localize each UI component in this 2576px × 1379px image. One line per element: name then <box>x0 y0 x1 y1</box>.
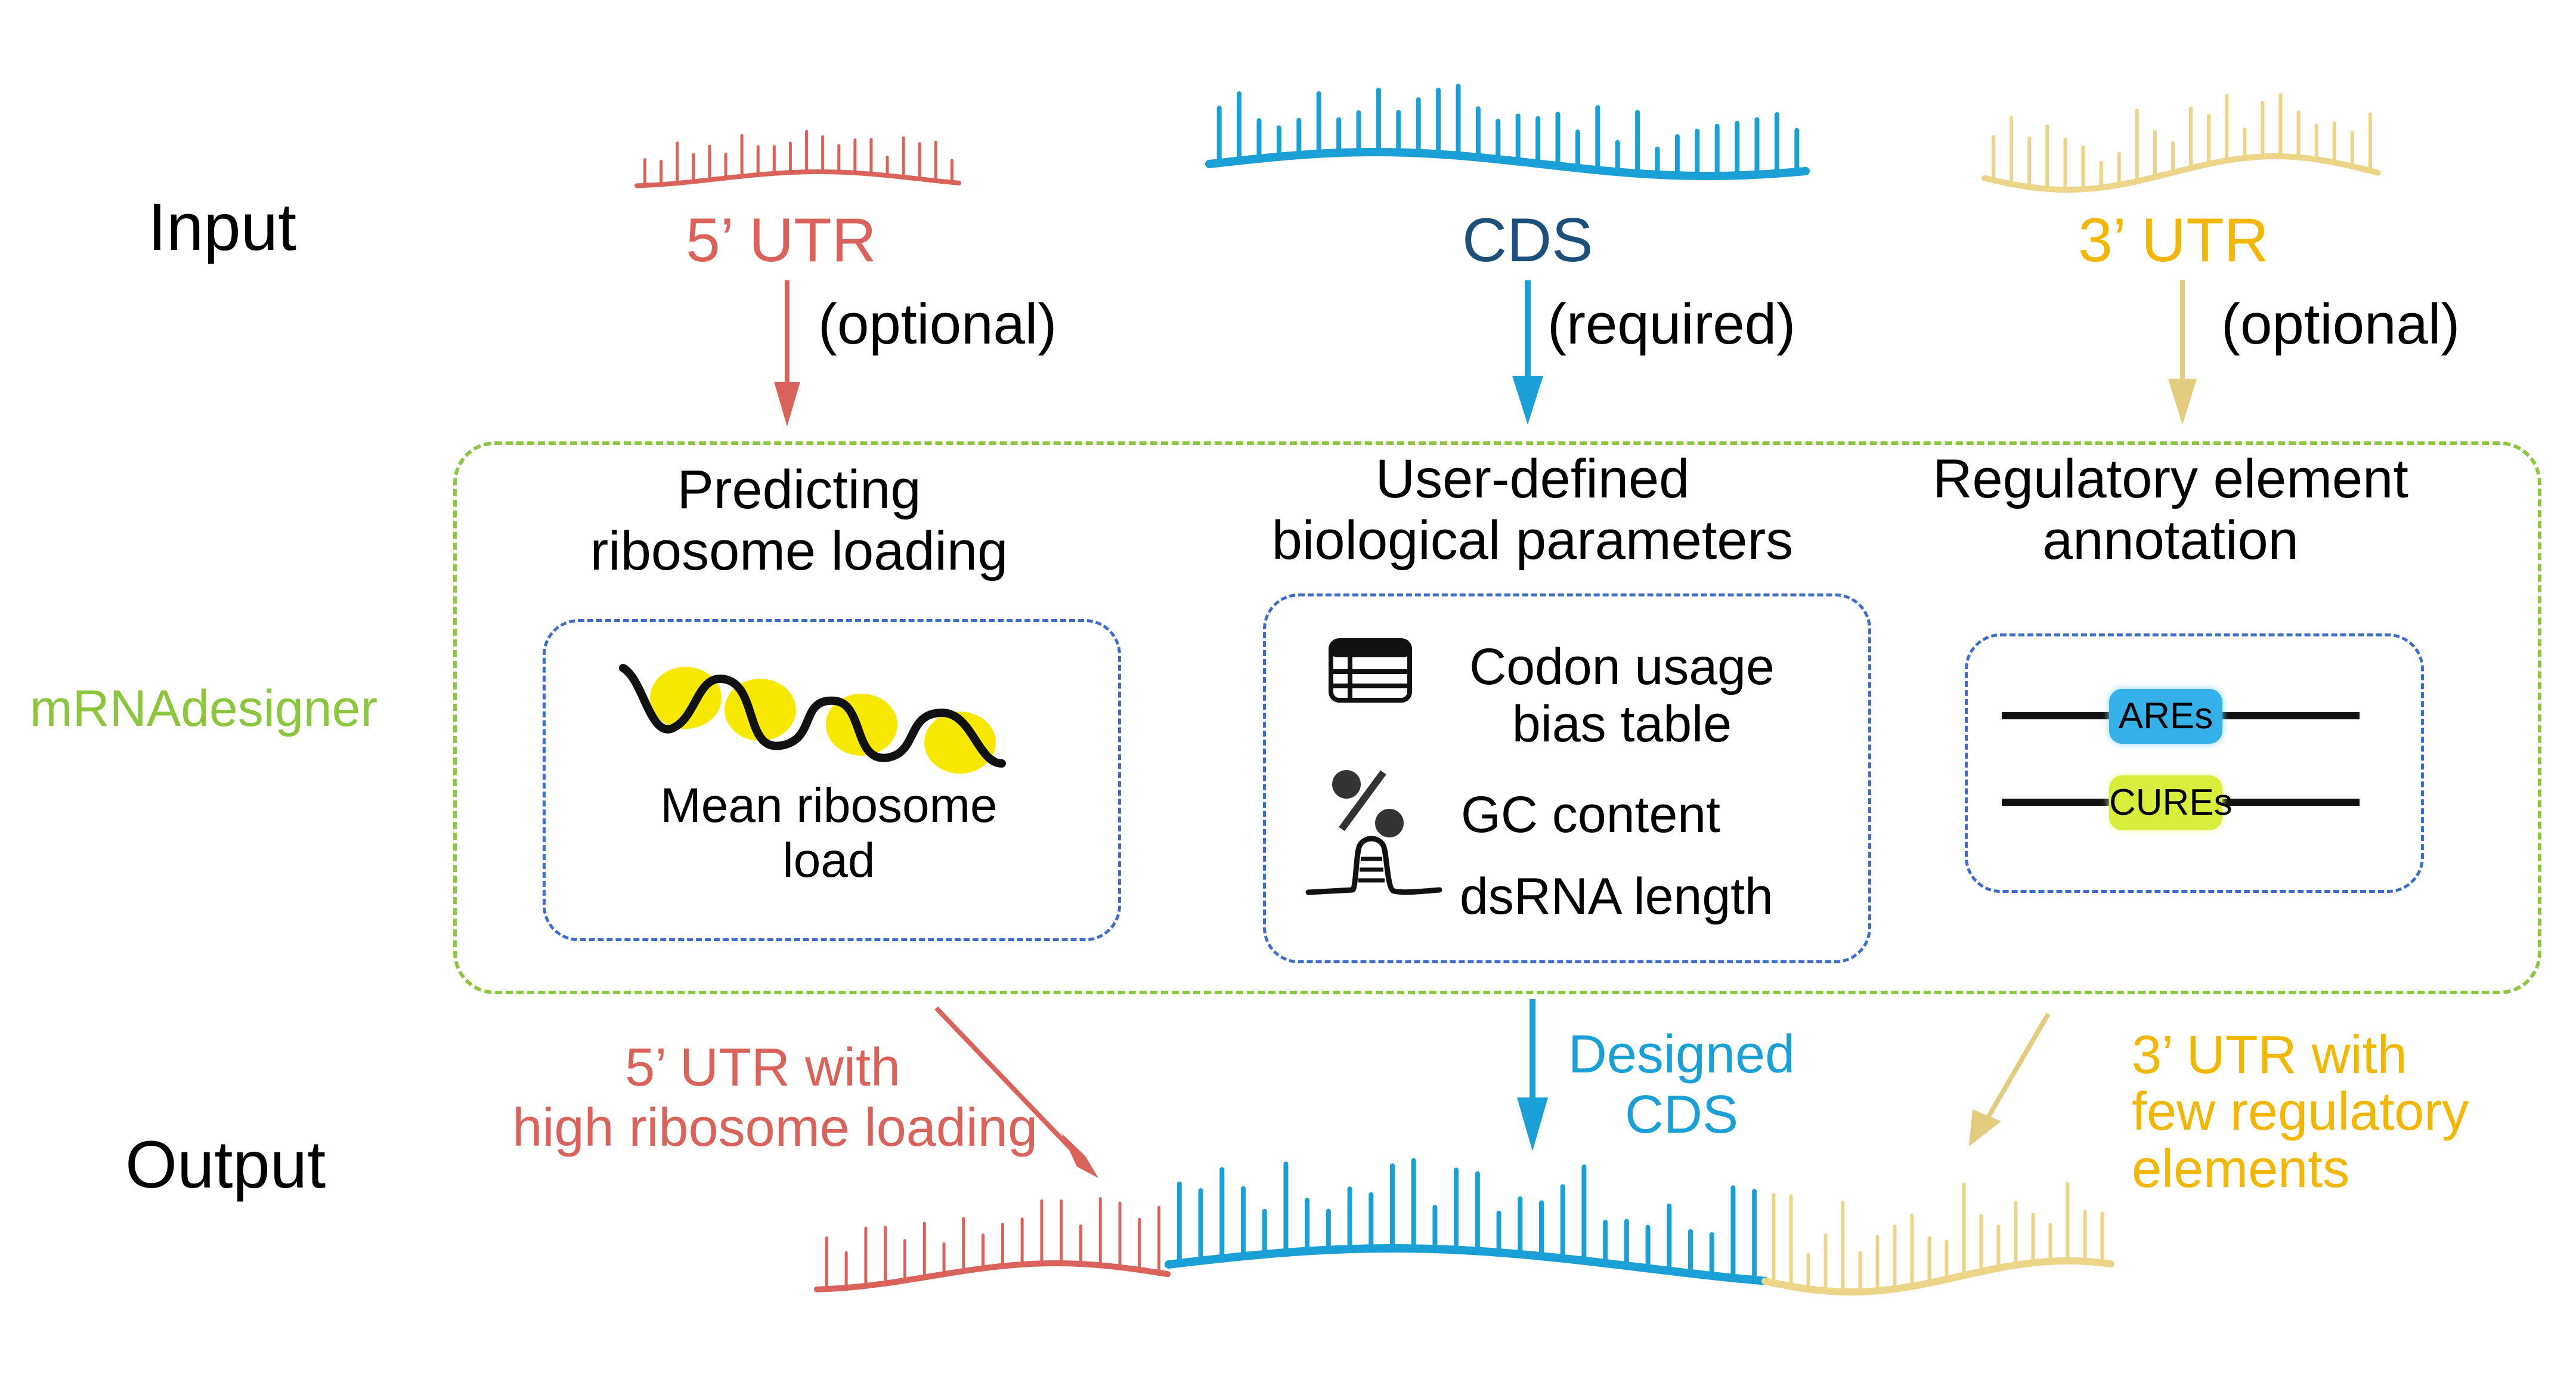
ares-label: AREs <box>2118 695 2213 737</box>
label-line: Designed <box>1568 1025 1795 1084</box>
cds-backbone <box>1205 148 1810 180</box>
ribosome-inner-box <box>543 619 1121 941</box>
output-utr3-backbone <box>1761 1257 2114 1295</box>
output-utr5-backbone <box>814 1260 1171 1293</box>
title-line: annotation <box>2042 510 2299 571</box>
cds-input-strand <box>1205 84 1810 180</box>
label-line: 5’ UTR with <box>625 1038 900 1097</box>
regulatory-module-title: Regulatory element annotation <box>1896 449 2445 571</box>
cds-output-label: Designed CDS <box>1550 1025 1813 1145</box>
utr5-backbone <box>634 169 961 188</box>
utr5-input-arrow <box>774 280 800 426</box>
ares-badge: AREs <box>2109 689 2222 744</box>
title-line: Predicting <box>677 459 921 520</box>
utr3-input-strand <box>1981 93 2381 193</box>
params-module-title: User-defined biological parameters <box>1252 449 1813 571</box>
label-line: high ribosome loading <box>512 1097 1038 1158</box>
cures-badge: CUREs <box>2109 775 2233 830</box>
cds-output-arrow <box>1517 999 1548 1151</box>
utr5-input-label: 5’ UTR <box>686 206 877 275</box>
output-mrna-strand <box>814 1158 2114 1295</box>
cds-input-arrow <box>1512 280 1543 425</box>
label-line: load <box>782 833 875 888</box>
output-cds-backbone <box>1165 1244 1769 1285</box>
cures-element: CUREs <box>2002 775 2360 830</box>
title-line: User-defined <box>1375 449 1690 509</box>
utr3-output-arrow <box>1969 1012 2051 1146</box>
utr3-input-label: 3’ UTR <box>2078 206 2269 275</box>
utr5-requirement-label: (optional) <box>818 292 1057 356</box>
percent-icon <box>1332 770 1404 837</box>
cures-label: CUREs <box>2109 782 2233 823</box>
label-line: Mean ribosome <box>660 778 998 833</box>
table-icon <box>1329 638 1412 703</box>
dsrna-length-label: dsRNA length <box>1460 868 1773 925</box>
ribosome-4 <box>924 712 996 774</box>
label-line: elements <box>2132 1139 2350 1199</box>
label-line: bias table <box>1512 695 1732 753</box>
gc-content-label: GC content <box>1461 786 1720 843</box>
title-line: Regulatory element <box>1933 449 2408 509</box>
utr3-backbone <box>1981 153 2381 193</box>
cds-requirement-label: (required) <box>1547 292 1796 356</box>
utr3-requirement-label: (optional) <box>2221 292 2460 356</box>
label-line: 3’ UTR with <box>2132 1025 2407 1085</box>
utr5-input-strand <box>634 129 961 188</box>
utr5-output-label: 5’ UTR with high ribosome loading <box>417 1038 1038 1158</box>
mrna-wave <box>619 664 1006 768</box>
mean-ribosome-load-label: Mean ribosome load <box>555 778 1103 888</box>
regulatory-inner-box <box>1965 633 2424 893</box>
mrnadesigner-box <box>453 441 2541 994</box>
output-row-label: Output <box>125 1127 326 1202</box>
codon-usage-label: Codon usage bias table <box>1419 638 1825 753</box>
input-row-label: Input <box>148 190 297 264</box>
title-line: ribosome loading <box>590 521 1008 582</box>
params-inner-box <box>1263 593 1871 963</box>
ares-element: AREs <box>2002 689 2360 744</box>
utr5-output-arrow <box>934 1006 1098 1178</box>
cds-input-label: CDS <box>1462 206 1593 275</box>
utr3-output-label: 3’ UTR with few regulatory elements <box>2132 1025 2469 1199</box>
title-line: biological parameters <box>1271 510 1794 571</box>
utr3-input-arrow <box>2168 280 2197 425</box>
label-line: CDS <box>1624 1084 1739 1145</box>
label-line: few regulatory <box>2132 1082 2469 1142</box>
hairpin-icon <box>1305 836 1442 895</box>
tool-label: mRNAdesigner <box>30 680 378 737</box>
label-line: Codon usage <box>1469 638 1775 695</box>
ribosome-module-title: Predicting ribosome loading <box>555 459 1044 582</box>
ribosomes-on-mrna-icon <box>619 664 1006 774</box>
